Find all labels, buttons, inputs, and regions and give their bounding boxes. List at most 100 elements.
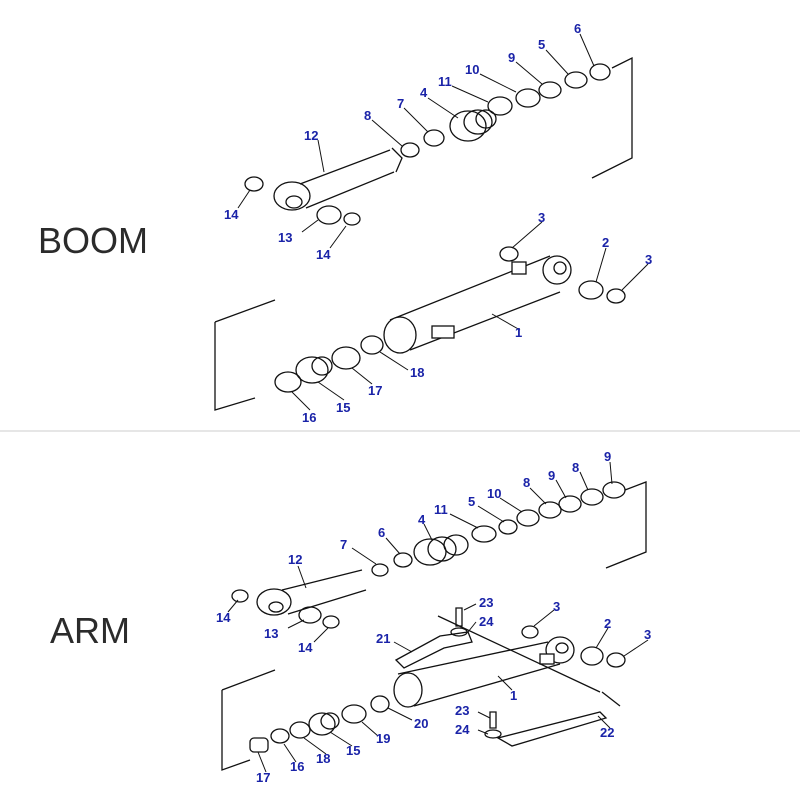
- arm-part-17: [249, 737, 269, 753]
- boom-part-2: [578, 280, 604, 300]
- arm-callout-22: 22: [600, 725, 614, 740]
- arm-callout-13: 13: [264, 626, 278, 641]
- arm-callout-15: 15: [346, 743, 360, 758]
- boom-part-3b: [606, 288, 626, 304]
- boom-part-17: [331, 346, 361, 370]
- arm-callout-19: 19: [376, 731, 390, 746]
- arm-callout-23b: 23: [455, 703, 469, 718]
- boom-frame-bottom: [214, 299, 276, 411]
- arm-callout-9a: 9: [548, 468, 555, 483]
- arm-part-11: [471, 525, 497, 543]
- arm-callout-14a: 14: [216, 610, 231, 625]
- arm-drawing: 1 2 3 3 4 5 6 7 8 8 9 9 10 11 12 13 14 1…: [216, 449, 651, 785]
- boom-rod: [273, 147, 403, 211]
- boom-part-11: [487, 96, 513, 116]
- arm-callout-20: 20: [414, 716, 428, 731]
- arm-part-14b: [322, 615, 340, 629]
- arm-part-2: [580, 646, 604, 666]
- arm-callout-17: 17: [256, 770, 270, 785]
- boom-part-3a: [499, 246, 519, 262]
- boom-part-4-cylinder-head: [449, 109, 497, 142]
- boom-frame-top: [591, 56, 633, 179]
- arm-cylinder-tube: [393, 636, 575, 708]
- arm-callout-23a: 23: [479, 595, 493, 610]
- arm-part-5: [498, 519, 518, 535]
- boom-callout-18: 18: [410, 365, 424, 380]
- boom-part-10: [515, 88, 541, 108]
- boom-part-13: [316, 205, 342, 225]
- arm-callout-21: 21: [376, 631, 390, 646]
- arm-callout-6: 6: [378, 525, 385, 540]
- boom-callout-14b: 14: [316, 247, 331, 262]
- boom-callout-4: 4: [420, 85, 428, 100]
- boom-callout-12: 12: [304, 128, 318, 143]
- arm-callout-9b: 9: [604, 449, 611, 464]
- arm-part-24b: [484, 729, 502, 739]
- boom-part-7: [423, 129, 445, 147]
- arm-part-8b: [580, 488, 604, 506]
- arm-part-23b: [489, 711, 497, 729]
- arm-callout-12: 12: [288, 552, 302, 567]
- arm-callout-8a: 8: [523, 475, 530, 490]
- arm-callout-11: 11: [434, 502, 448, 517]
- boom-callout-17: 17: [368, 383, 382, 398]
- arm-callout-14b: 14: [298, 640, 313, 655]
- arm-part-8a: [538, 501, 562, 519]
- arm-part-9a: [558, 495, 582, 513]
- boom-section-label: BOOM: [38, 220, 149, 261]
- arm-diagram-panel: [0, 432, 800, 800]
- arm-callout-18: 18: [316, 751, 330, 766]
- arm-rod: [256, 569, 367, 616]
- arm-part-10: [516, 509, 540, 527]
- arm-part-18: [289, 721, 311, 739]
- boom-drawing: 1 2 3 3 4 5 6 7 8 9 10 11 12 13 14 14 15…: [214, 21, 652, 425]
- arm-part-23a: [455, 607, 463, 627]
- boom-part-8: [400, 142, 420, 158]
- boom-callout-13: 13: [278, 230, 292, 245]
- boom-callout-7: 7: [397, 96, 404, 111]
- panel-divider: [0, 430, 800, 432]
- boom-part-16: [274, 371, 302, 393]
- arm-part-14a: [231, 589, 249, 603]
- arm-section-label: ARM: [50, 610, 130, 651]
- boom-callout-9: 9: [508, 50, 515, 65]
- arm-callout-1: 1: [510, 688, 517, 703]
- arm-part-19: [341, 704, 367, 724]
- arm-part-3a: [521, 625, 539, 639]
- arm-part-22-bracket: [496, 711, 608, 747]
- boom-callout-3a: 3: [538, 210, 545, 225]
- boom-callout-1: 1: [515, 325, 522, 340]
- arm-callout-4: 4: [418, 512, 426, 527]
- arm-callout-2: 2: [604, 616, 611, 631]
- boom-part-9: [538, 81, 562, 99]
- arm-part-15-piston: [308, 712, 340, 736]
- boom-callout-16: 16: [302, 410, 316, 425]
- arm-callout-7: 7: [340, 537, 347, 552]
- arm-part-24a: [450, 627, 468, 637]
- arm-callout-3a: 3: [553, 599, 560, 614]
- boom-callout-11: 11: [438, 74, 452, 89]
- arm-callout-8b: 8: [572, 460, 579, 475]
- boom-diagram-panel: [0, 0, 800, 430]
- boom-part-14b: [343, 212, 361, 226]
- boom-callout-3b: 3: [645, 252, 652, 267]
- arm-callout-10: 10: [487, 486, 501, 501]
- arm-frame-bottom: [221, 669, 276, 771]
- boom-callout-2: 2: [602, 235, 609, 250]
- boom-callout-8: 8: [364, 108, 371, 123]
- boom-callout-6: 6: [574, 21, 581, 36]
- arm-part-13: [298, 606, 322, 624]
- arm-frame-top: [605, 481, 647, 569]
- boom-part-5: [564, 71, 588, 89]
- boom-callout-5: 5: [538, 37, 545, 52]
- boom-callout-14a: 14: [224, 207, 239, 222]
- arm-callout-16: 16: [290, 759, 304, 774]
- arm-part-7: [371, 563, 389, 577]
- boom-part-15-piston: [295, 356, 333, 384]
- arm-part-6: [393, 552, 413, 568]
- boom-part-18: [360, 335, 384, 355]
- arm-part-3b: [606, 652, 626, 668]
- boom-part-6: [589, 63, 611, 81]
- boom-callout-15: 15: [336, 400, 350, 415]
